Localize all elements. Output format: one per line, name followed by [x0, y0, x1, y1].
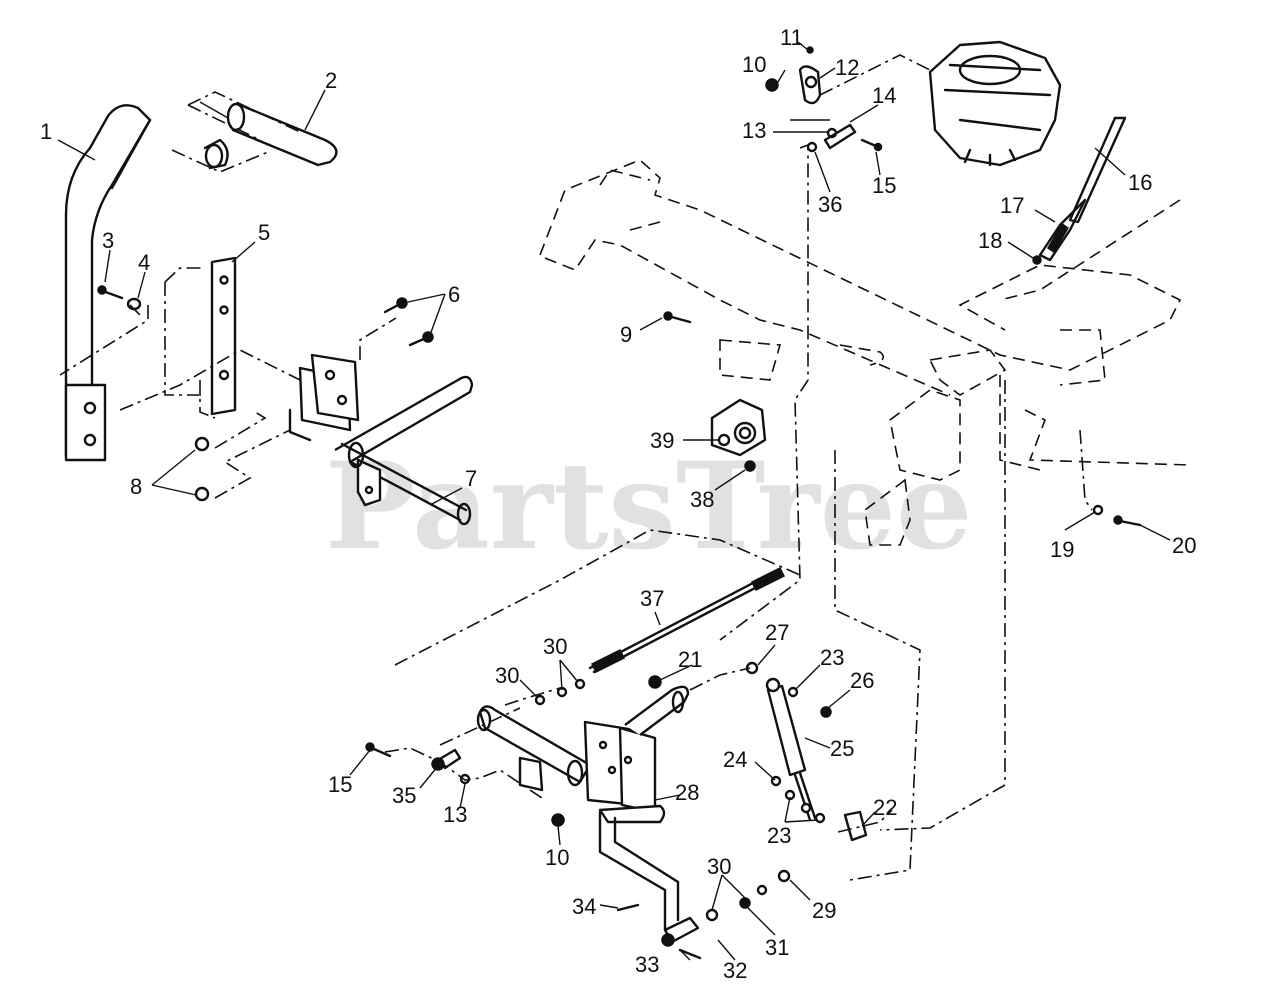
part-spring	[1032, 116, 1127, 265]
hardware-left	[59, 285, 434, 502]
callout-30-mid: 30	[543, 634, 567, 659]
part-lower-shaft-bracket	[476, 685, 690, 932]
callout-19: 19	[1050, 537, 1074, 562]
callout-23-lower: 23	[767, 823, 791, 848]
callout-18: 18	[978, 228, 1002, 253]
callout-13-bottom: 13	[443, 802, 467, 827]
callout-4: 4	[138, 250, 150, 275]
callout-1: 1	[40, 119, 52, 144]
callout-7: 7	[465, 466, 477, 491]
callout-8: 8	[130, 474, 142, 499]
hardware-top	[765, 46, 883, 153]
part-frame	[539, 143, 1191, 881]
callout-37: 37	[640, 586, 664, 611]
callout-3: 3	[102, 228, 114, 253]
callout-31: 31	[765, 935, 789, 960]
callout-20: 20	[1172, 533, 1196, 558]
callout-29: 29	[812, 898, 836, 923]
callout-2: 2	[325, 68, 337, 93]
callout-13-top: 13	[742, 118, 766, 143]
callout-36: 36	[818, 192, 842, 217]
callout-11: 11	[780, 25, 803, 50]
callout-28: 28	[675, 780, 699, 805]
callout-12: 12	[835, 55, 859, 80]
callout-24: 24	[723, 747, 747, 772]
callout-25: 25	[830, 736, 854, 761]
callout-14: 14	[872, 83, 896, 108]
callout-labels: 1 2 3 4 5 6 7 8 9 10 11 12 13 14 15 16 1…	[40, 25, 1196, 983]
callout-21: 21	[678, 647, 702, 672]
watermark: PartsTree	[325, 436, 972, 577]
part-engine	[819, 40, 1062, 167]
leader-lines	[57, 41, 1171, 961]
callout-10-top: 10	[742, 52, 766, 77]
callout-38: 38	[690, 487, 714, 512]
callout-16: 16	[1128, 170, 1152, 195]
callout-5: 5	[258, 220, 270, 245]
callout-17: 17	[1000, 193, 1024, 218]
callout-23-upper: 23	[820, 645, 844, 670]
callout-6: 6	[448, 282, 460, 307]
part-shaft-bracket	[288, 353, 474, 526]
callout-30-bottom: 30	[707, 854, 731, 879]
callout-39: 39	[650, 428, 674, 453]
callout-15-bottom: 15	[328, 772, 352, 797]
callout-9: 9	[620, 322, 632, 347]
callout-15-top: 15	[872, 173, 896, 198]
callout-33: 33	[635, 952, 659, 977]
part-grip	[171, 91, 338, 173]
callout-30-left: 30	[495, 663, 519, 688]
callout-34: 34	[572, 894, 596, 919]
callout-32: 32	[723, 958, 747, 983]
part-rod	[394, 529, 801, 674]
part-handle	[64, 104, 152, 462]
callout-22: 22	[873, 795, 897, 820]
part-lever-arm	[164, 256, 237, 419]
hardware-mid	[663, 311, 1142, 527]
callout-26: 26	[850, 668, 874, 693]
callout-27: 27	[765, 620, 789, 645]
part-cylinder	[745, 661, 868, 842]
callout-10-bottom: 10	[545, 845, 569, 870]
callout-35: 35	[392, 783, 416, 808]
